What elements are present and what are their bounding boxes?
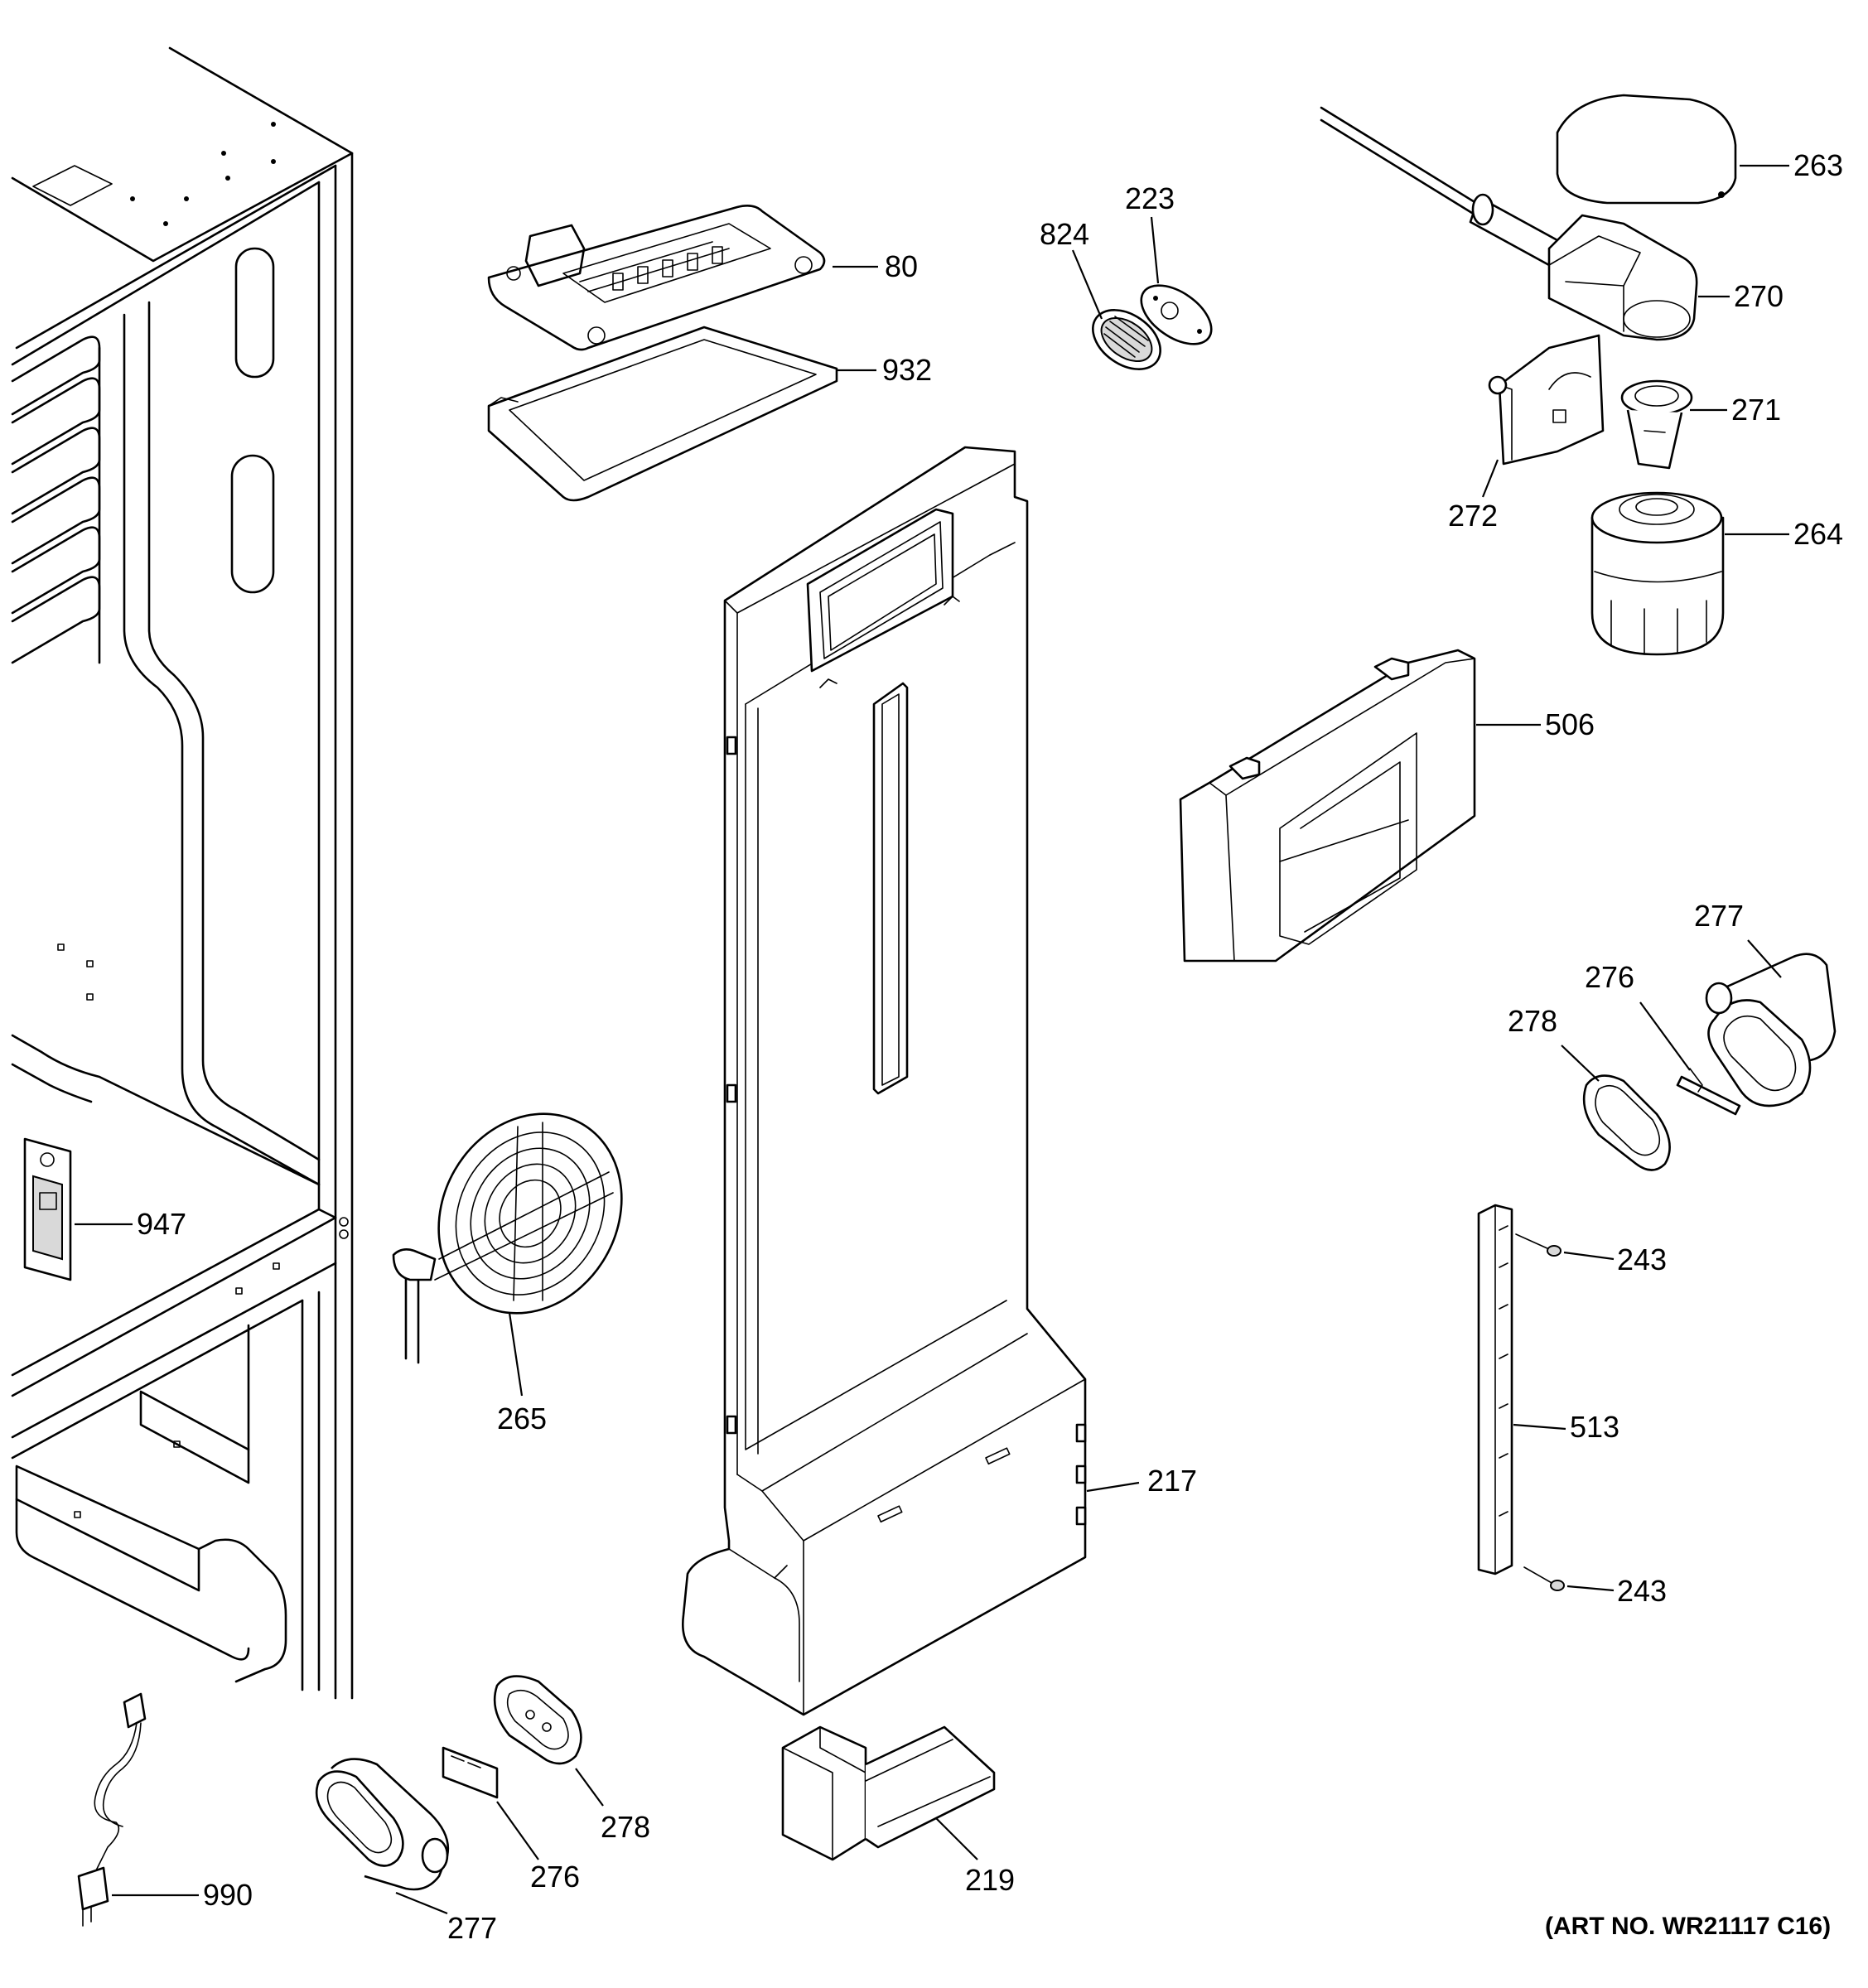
callout-276a: 276 xyxy=(1585,960,1634,994)
part-265-heater-coil xyxy=(392,1112,623,1364)
leader-276a xyxy=(1639,1001,1691,1071)
leader-217 xyxy=(1086,1481,1140,1493)
callout-243a: 243 xyxy=(1617,1242,1667,1276)
callout-276b: 276 xyxy=(530,1860,580,1894)
top-screws xyxy=(130,122,276,226)
part-513-hinge-strip xyxy=(1477,1204,1513,1575)
callout-932: 932 xyxy=(882,353,932,387)
leader-276b xyxy=(496,1801,539,1860)
leader-272 xyxy=(1481,459,1499,498)
callout-990: 990 xyxy=(203,1878,253,1912)
callout-263: 263 xyxy=(1793,148,1843,182)
part-276-sensor-bottom xyxy=(442,1746,499,1799)
leader-219 xyxy=(935,1817,978,1860)
callout-243b: 243 xyxy=(1617,1574,1667,1608)
part-264-water-filter xyxy=(1590,491,1725,656)
art-number: (ART NO. WR21117 C16) xyxy=(1545,1913,1831,1940)
callout-947: 947 xyxy=(137,1207,186,1241)
cabinet xyxy=(11,46,354,1700)
callout-506: 506 xyxy=(1545,707,1595,741)
part-217-door-liner xyxy=(682,446,1087,1716)
part-276-sensor-top xyxy=(1676,1068,1741,1116)
leader-243b xyxy=(1566,1585,1615,1592)
part-277-handle-bottom xyxy=(315,1758,450,1891)
callout-219: 219 xyxy=(965,1863,1015,1897)
leader-513 xyxy=(1513,1423,1566,1431)
callout-264: 264 xyxy=(1793,517,1843,551)
part-243-screw-bottom xyxy=(1523,1566,1565,1591)
part-219-chute xyxy=(781,1725,996,1861)
part-263-cover xyxy=(1556,94,1737,205)
part-271-adapter xyxy=(1620,379,1693,470)
part-278-bezel-bottom xyxy=(493,1675,582,1765)
callout-217: 217 xyxy=(1147,1464,1197,1498)
callout-277a: 277 xyxy=(1694,899,1744,933)
leader-265 xyxy=(508,1312,524,1397)
callout-270: 270 xyxy=(1734,279,1784,313)
callout-278b: 278 xyxy=(601,1810,650,1844)
leader-223 xyxy=(1150,216,1160,284)
leader-824 xyxy=(1071,249,1103,320)
part-278-bezel-top xyxy=(1582,1074,1671,1171)
callout-271: 271 xyxy=(1731,393,1781,427)
part-506-dispenser-housing xyxy=(1179,649,1476,963)
part-947-switch xyxy=(23,1137,72,1281)
part-270-filter-head xyxy=(1547,214,1698,341)
part-243-screw-top xyxy=(1515,1233,1561,1257)
callout-80: 80 xyxy=(885,249,918,283)
evaporator-coils xyxy=(11,335,101,664)
callout-277b: 277 xyxy=(447,1911,497,1945)
leader-278b xyxy=(575,1768,604,1807)
callout-513: 513 xyxy=(1570,1410,1619,1444)
callout-223: 223 xyxy=(1125,181,1175,215)
leader-243a xyxy=(1563,1251,1615,1261)
part-932-gasket-frame xyxy=(487,326,838,502)
part-80-control-housing xyxy=(487,205,826,351)
water-line xyxy=(1320,106,1559,267)
part-272-bracket xyxy=(1488,334,1605,466)
callout-824: 824 xyxy=(1040,217,1089,251)
part-223-light-lens xyxy=(1140,284,1213,345)
part-277-handle-top xyxy=(1705,953,1837,1107)
part-990-wire-harness xyxy=(77,1692,147,1927)
callout-265: 265 xyxy=(497,1402,547,1436)
callout-272: 272 xyxy=(1448,499,1498,533)
leader-277a xyxy=(1747,939,1782,978)
callout-278a: 278 xyxy=(1508,1004,1557,1038)
part-824-damper-grille xyxy=(1092,309,1161,370)
leader-278a xyxy=(1561,1045,1600,1082)
leader-277b xyxy=(395,1891,448,1915)
